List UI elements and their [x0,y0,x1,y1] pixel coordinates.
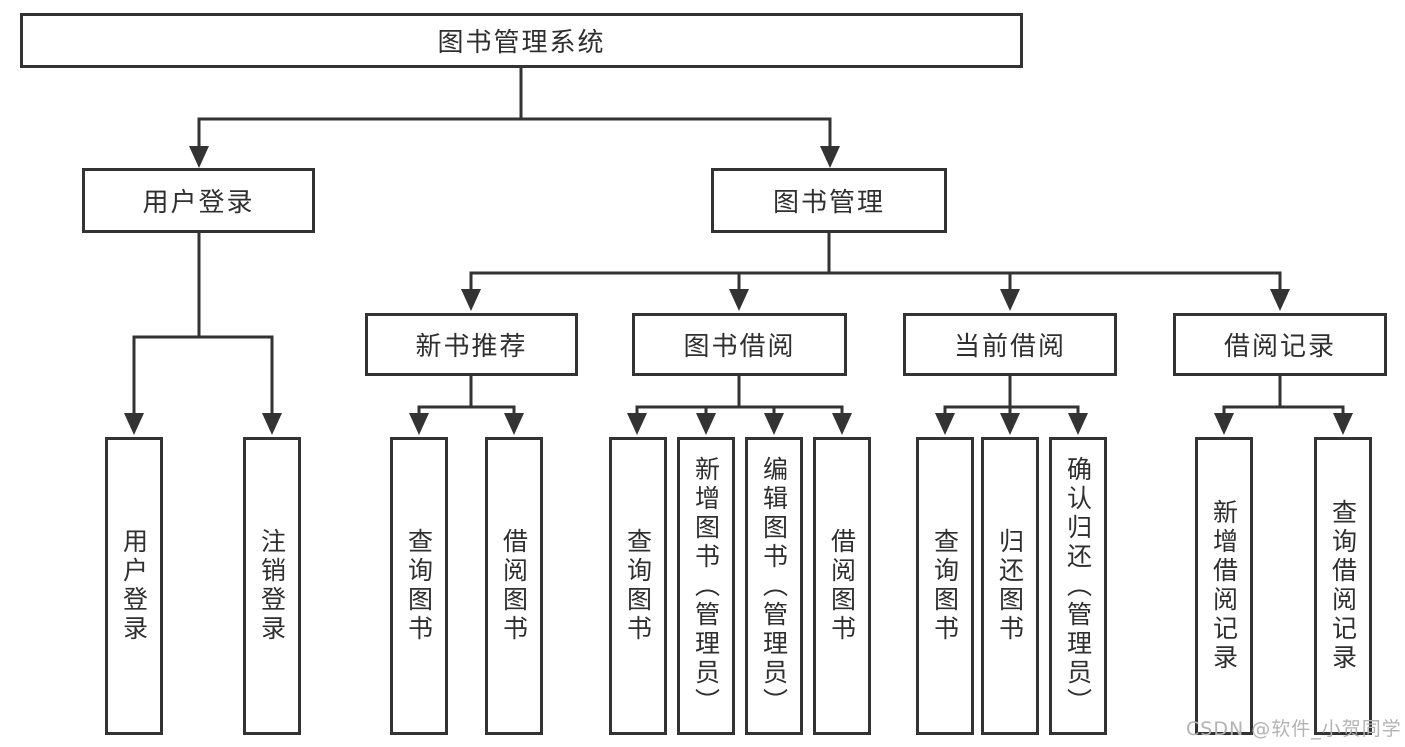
leaf-logout: 注销登录 [243,437,301,735]
node-user-login: 用户登录 [82,168,315,233]
node-current-borrow: 当前借阅 [903,313,1117,376]
node-book-management: 图书管理 [711,168,947,233]
leaf-add-borrow-record: 新增借阅记录 [1195,437,1253,735]
node-book-borrow: 图书借阅 [632,313,847,376]
connector-lines [132,66,1345,415]
leaf-add-books-admin: 新增图书（管理员） [677,437,735,735]
leaf-query-books-current: 查询图书 [916,437,974,735]
leaf-borrow-books-recommend: 借阅图书 [485,437,543,735]
node-borrow-records: 借阅记录 [1173,313,1387,376]
leaf-return-books: 归还图书 [981,437,1039,735]
leaf-user-login: 用户登录 [105,437,163,735]
watermark: CSDN @软件_小贺同学 [1186,718,1402,740]
node-root-system: 图书管理系统 [20,13,1023,68]
leaf-query-books-recommend: 查询图书 [390,437,448,735]
leaf-edit-books-admin: 编辑图书（管理员） [745,437,803,735]
leaf-confirm-return-admin: 确认归还（管理员） [1049,437,1107,735]
leaf-query-books-borrow: 查询图书 [609,437,667,735]
node-new-book-recommend: 新书推荐 [365,313,578,376]
leaf-query-borrow-record: 查询借阅记录 [1314,437,1372,735]
leaf-borrow-books: 借阅图书 [813,437,871,735]
arrowheads [124,146,1353,435]
